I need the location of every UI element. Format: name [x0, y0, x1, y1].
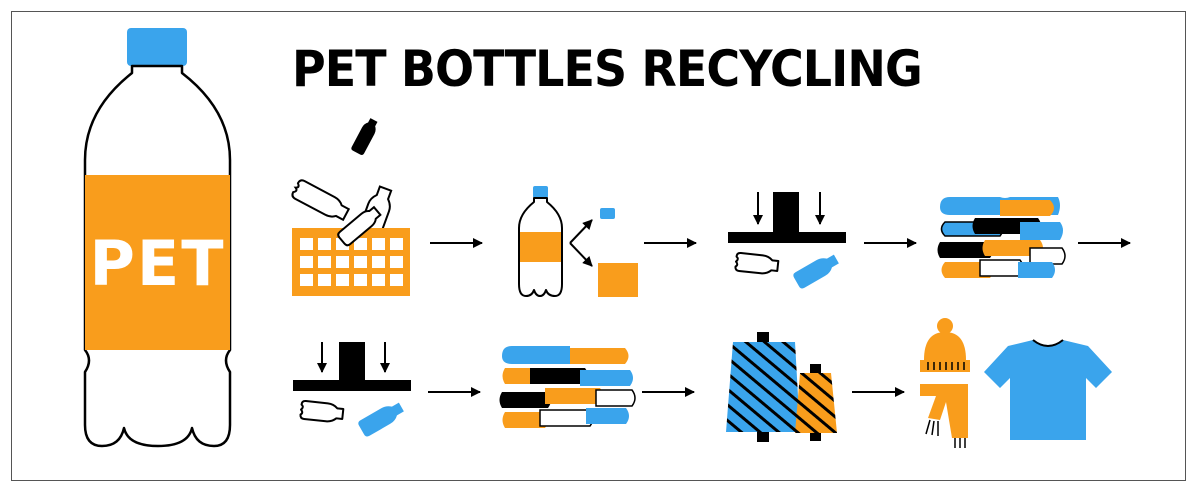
bale-of-bottles-icon	[937, 197, 1066, 278]
yarn-spools-icon	[726, 332, 837, 442]
bottle-cap-label-split-icon	[518, 186, 638, 297]
bale-of-bottles-icon-row2	[499, 346, 636, 428]
press-icon	[728, 192, 846, 289]
bottle-label-text: PET	[89, 227, 226, 300]
clothes-icon	[920, 318, 1112, 448]
press-icon-row2	[293, 342, 411, 437]
pet-bottle-icon	[83, 28, 232, 448]
frame-border	[11, 11, 1186, 481]
page-title: PET BOTTLES RECYCLING	[292, 40, 923, 98]
basket-with-bottles-icon	[291, 118, 410, 296]
